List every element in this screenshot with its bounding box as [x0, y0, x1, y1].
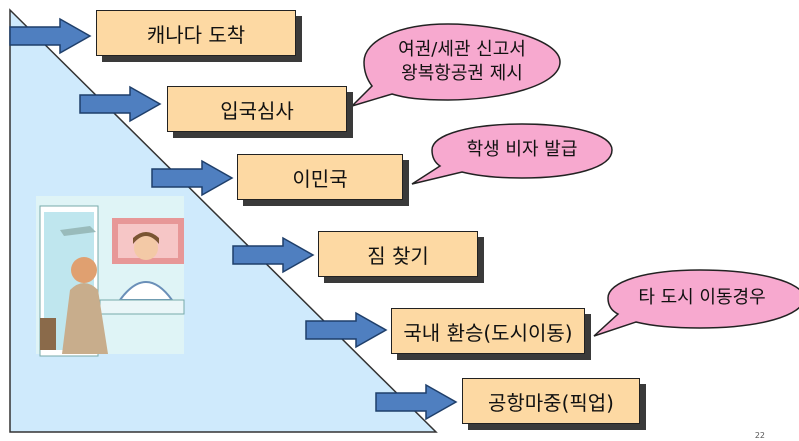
- arrow-immigration: [151, 159, 234, 197]
- step-domestic-transfer: 국내 환승(도시이동): [391, 308, 585, 354]
- note-passport-line1: 여권/세관 신고서: [398, 39, 526, 60]
- arrow-airport-pickup: [375, 383, 458, 421]
- immigration-officer-illustration: [36, 196, 185, 357]
- step-airport-pickup: 공항마중(픽업): [462, 378, 640, 424]
- speech-bubble-passport: [351, 23, 561, 107]
- note-transfer: 타 도시 이동경우: [638, 287, 766, 308]
- arrow-domestic-transfer: [305, 311, 388, 349]
- arrow-baggage-claim: [232, 236, 315, 274]
- arrow-entry-inspection: [79, 85, 162, 123]
- page-number: 22: [754, 431, 765, 440]
- step-arrival: 캐나다 도착: [96, 10, 296, 56]
- note-visa: 학생 비자 발급: [466, 139, 578, 160]
- step-baggage-claim: 짐 찾기: [318, 231, 478, 277]
- speech-bubble-visa: [411, 123, 613, 185]
- step-entry-inspection: 입국심사: [167, 86, 347, 132]
- step-immigration: 이민국: [237, 154, 403, 200]
- note-passport-line2: 왕복항공권 제시: [401, 63, 523, 84]
- arrow-arrival: [9, 17, 92, 55]
